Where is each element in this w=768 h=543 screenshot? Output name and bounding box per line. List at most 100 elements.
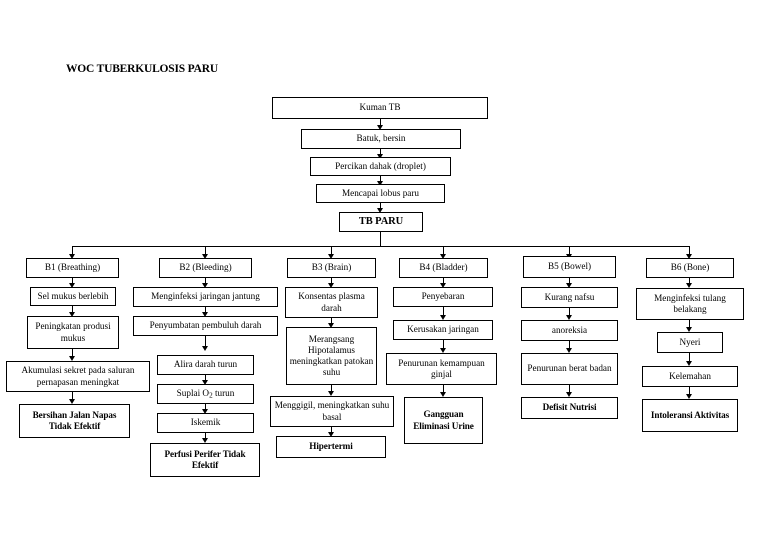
arrowhead-bus-b4 <box>439 254 446 259</box>
arrowhead-b2-4 <box>201 409 208 414</box>
arrowhead-b2-2 <box>201 346 208 351</box>
node-b4-step-1: Penyebaran <box>393 287 493 307</box>
node-b2-step-4-label: Suplai O2 turun <box>176 387 235 400</box>
node-b1-step-2: Peningkatan produsi mukus <box>27 316 119 349</box>
connector-b1-1 <box>72 306 73 314</box>
connector-b1-0 <box>72 278 73 285</box>
node-b4-step-3: Penurunan kemampuan ginjal <box>386 353 497 385</box>
connector-lobus-tbparu <box>380 203 381 210</box>
connector-b5-1 <box>569 308 570 317</box>
node-b5-outcome: Defisit Nutrisi <box>521 397 618 419</box>
bus-drop-b2 <box>205 246 206 256</box>
node-b3-step-2: Merangsang Hipotalamus meningkatkan pato… <box>286 327 377 385</box>
arrowhead-b2-0 <box>201 283 208 288</box>
connector-b4-3 <box>443 385 444 394</box>
connector-b6-3 <box>689 387 690 396</box>
arrowhead-b3-0 <box>327 283 334 288</box>
node-b6-header: B6 (Bone) <box>646 258 734 278</box>
node-b4-outcome: Gangguan Eliminasi Urine <box>404 397 483 444</box>
arrowhead-b6-3 <box>685 394 692 399</box>
arrowhead-b4-2 <box>439 348 446 353</box>
arrowhead-b5-0 <box>565 283 572 288</box>
subscript-two: 2 <box>209 391 213 400</box>
connector-b5-0 <box>569 278 570 285</box>
arrowhead-bus-b1 <box>68 254 75 259</box>
connector-b3-2 <box>331 385 332 393</box>
node-b2-step-2: Penyumbatan pembuluh darah <box>133 316 278 336</box>
connector-b6-2 <box>689 353 690 363</box>
connector-b4-2 <box>443 340 444 350</box>
node-b1-step-3: Akumulasi sekret pada saluran pernapasan… <box>6 361 150 392</box>
node-b2-step-4: Suplai O2 turun <box>157 384 254 404</box>
connector-b6-1 <box>689 320 690 329</box>
connector-b2-0 <box>205 278 206 285</box>
node-b4-step-2: Kerusakan jaringan <box>393 320 493 340</box>
connector-batuk-percikan <box>380 149 381 156</box>
connector-percikan-lobus <box>380 176 381 183</box>
node-b1-outcome: Bersihan Jalan Napas Tidak Efektif <box>19 404 130 438</box>
node-b6-step-2: Nyeri <box>657 332 723 353</box>
node-b6-step-3: Kelemahan <box>642 366 738 387</box>
arrowhead-b6-0 <box>685 283 692 288</box>
connector-b2-4 <box>205 404 206 411</box>
node-b2-step-3: Alira darah turun <box>157 355 254 375</box>
node-b5-step-3: Penurunan berat badan <box>521 353 618 385</box>
arrowhead-b1-2 <box>68 356 75 361</box>
arrowhead-b5-2 <box>565 348 572 353</box>
arrowhead-percikan-lobus <box>376 181 383 186</box>
node-b5-step-1: Kurang nafsu <box>521 287 618 308</box>
node-b3-outcome: Hipertermi <box>276 436 386 458</box>
bus-drop-b1 <box>72 246 73 256</box>
bus-drop-b5 <box>569 246 570 256</box>
arrowhead-b6-1 <box>685 327 692 332</box>
arrowhead-b3-2 <box>327 391 334 396</box>
arrowhead-b1-3 <box>68 399 75 404</box>
connector-b5-2 <box>569 341 570 350</box>
connector-b2-1 <box>205 307 206 314</box>
connector-tbparu-bus <box>380 232 381 246</box>
node-b3-header: B3 (Brain) <box>287 258 376 278</box>
arrowhead-b4-1 <box>439 315 446 320</box>
node-b1-header: B1 (Breathing) <box>26 258 119 278</box>
connector-b6-0 <box>689 278 690 285</box>
arrowhead-b5-3 <box>565 392 572 397</box>
connector-b2-5 <box>205 433 206 440</box>
arrowhead-b2-1 <box>201 312 208 317</box>
node-b3-step-3: Menggigil, meningkatkan suhu basal <box>270 396 394 427</box>
connector-b3-3 <box>331 427 332 434</box>
arrowhead-b5-1 <box>565 315 572 320</box>
connector-b4-1 <box>443 307 444 317</box>
arrowhead-batuk-percikan <box>376 154 383 159</box>
arrowhead-b1-0 <box>68 283 75 288</box>
connector-b3-1 <box>331 318 332 325</box>
connector-b4-0 <box>443 278 444 285</box>
node-kuman-tb: Kuman TB <box>272 97 488 119</box>
arrowhead-bus-b6 <box>685 254 692 259</box>
connector-b2-2 <box>205 336 206 348</box>
arrowhead-b1-1 <box>68 312 75 317</box>
bus-drop-b6 <box>689 246 690 256</box>
node-tb-paru: TB PARU <box>339 212 423 232</box>
node-b2-step-5: Iskemik <box>157 413 254 433</box>
node-b2-header: B2 (Bleeding) <box>159 258 252 278</box>
bus-drop-b4 <box>443 246 444 256</box>
arrowhead-b4-3 <box>439 392 446 397</box>
connector-b1-3 <box>72 392 73 401</box>
connector-b5-3 <box>569 385 570 394</box>
node-percikan-dahak: Percikan dahak (droplet) <box>310 157 451 176</box>
bus-drop-b3 <box>331 246 332 256</box>
node-mencapai-lobus: Mencapai lobus paru <box>316 184 445 203</box>
connector-b2-3 <box>205 375 206 382</box>
node-b2-outcome: Perfusi Perifer Tidak Efektif <box>150 443 260 477</box>
connector-kuman-batuk <box>380 119 381 127</box>
arrowhead-b2-3 <box>201 380 208 385</box>
node-b1-step-1: Sel mukus berlebih <box>30 287 116 306</box>
arrowhead-b6-2 <box>685 361 692 366</box>
node-b6-outcome: Intoleransi Aktivitas <box>642 399 738 432</box>
node-batuk-bersin: Batuk, bersin <box>301 129 461 149</box>
arrowhead-bus-b3 <box>327 254 334 259</box>
arrowhead-b4-0 <box>439 283 446 288</box>
arrowhead-b3-3 <box>327 432 334 437</box>
arrowhead-b3-1 <box>327 323 334 328</box>
